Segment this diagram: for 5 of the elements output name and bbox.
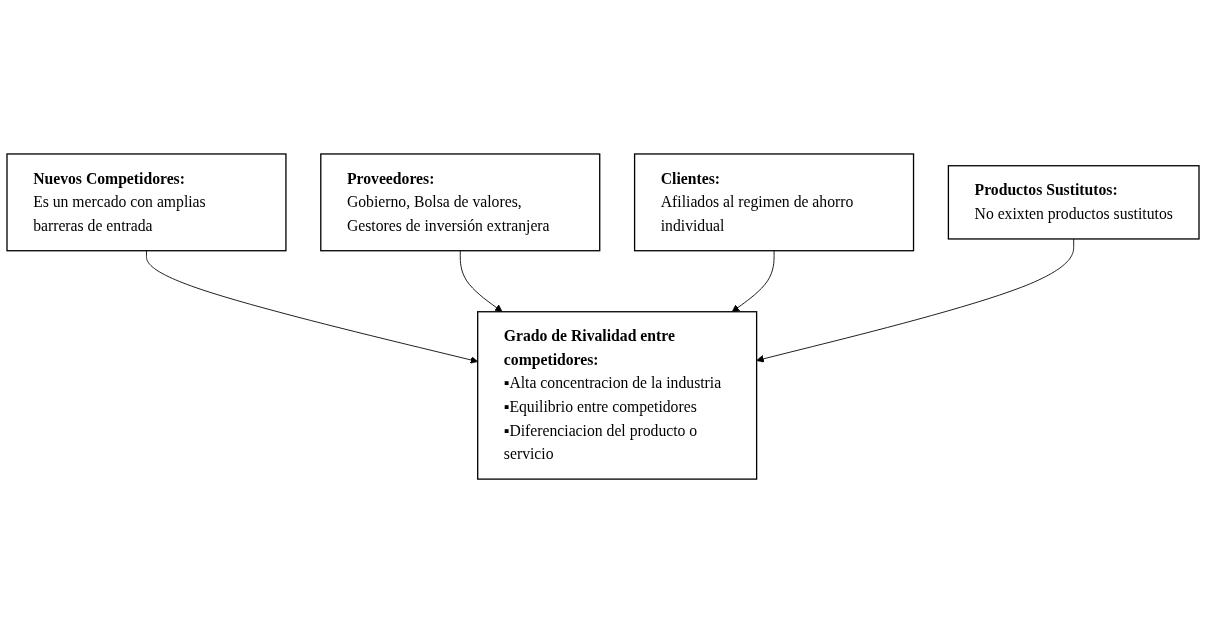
node-box: Proveedores: Gobierno, Bolsa de valores, Gestores de inversión extranjera bbox=[320, 153, 601, 252]
node-box: Productos Sustitutos: No exixten productos sustitutos bbox=[947, 165, 1200, 241]
node-box: Nuevos Competidores: Es un mercado con amplias barreras de entrada bbox=[6, 153, 287, 252]
node-box: Grado de Rivalidad entre competidores: ▪Alta concentracion de la industria ▪Equilibrio entre competidores ▪Diferenciacion del producto o servicio bbox=[477, 311, 758, 481]
node-box: Clientes: Afiliados al regimen de ahorro individual bbox=[633, 153, 915, 252]
